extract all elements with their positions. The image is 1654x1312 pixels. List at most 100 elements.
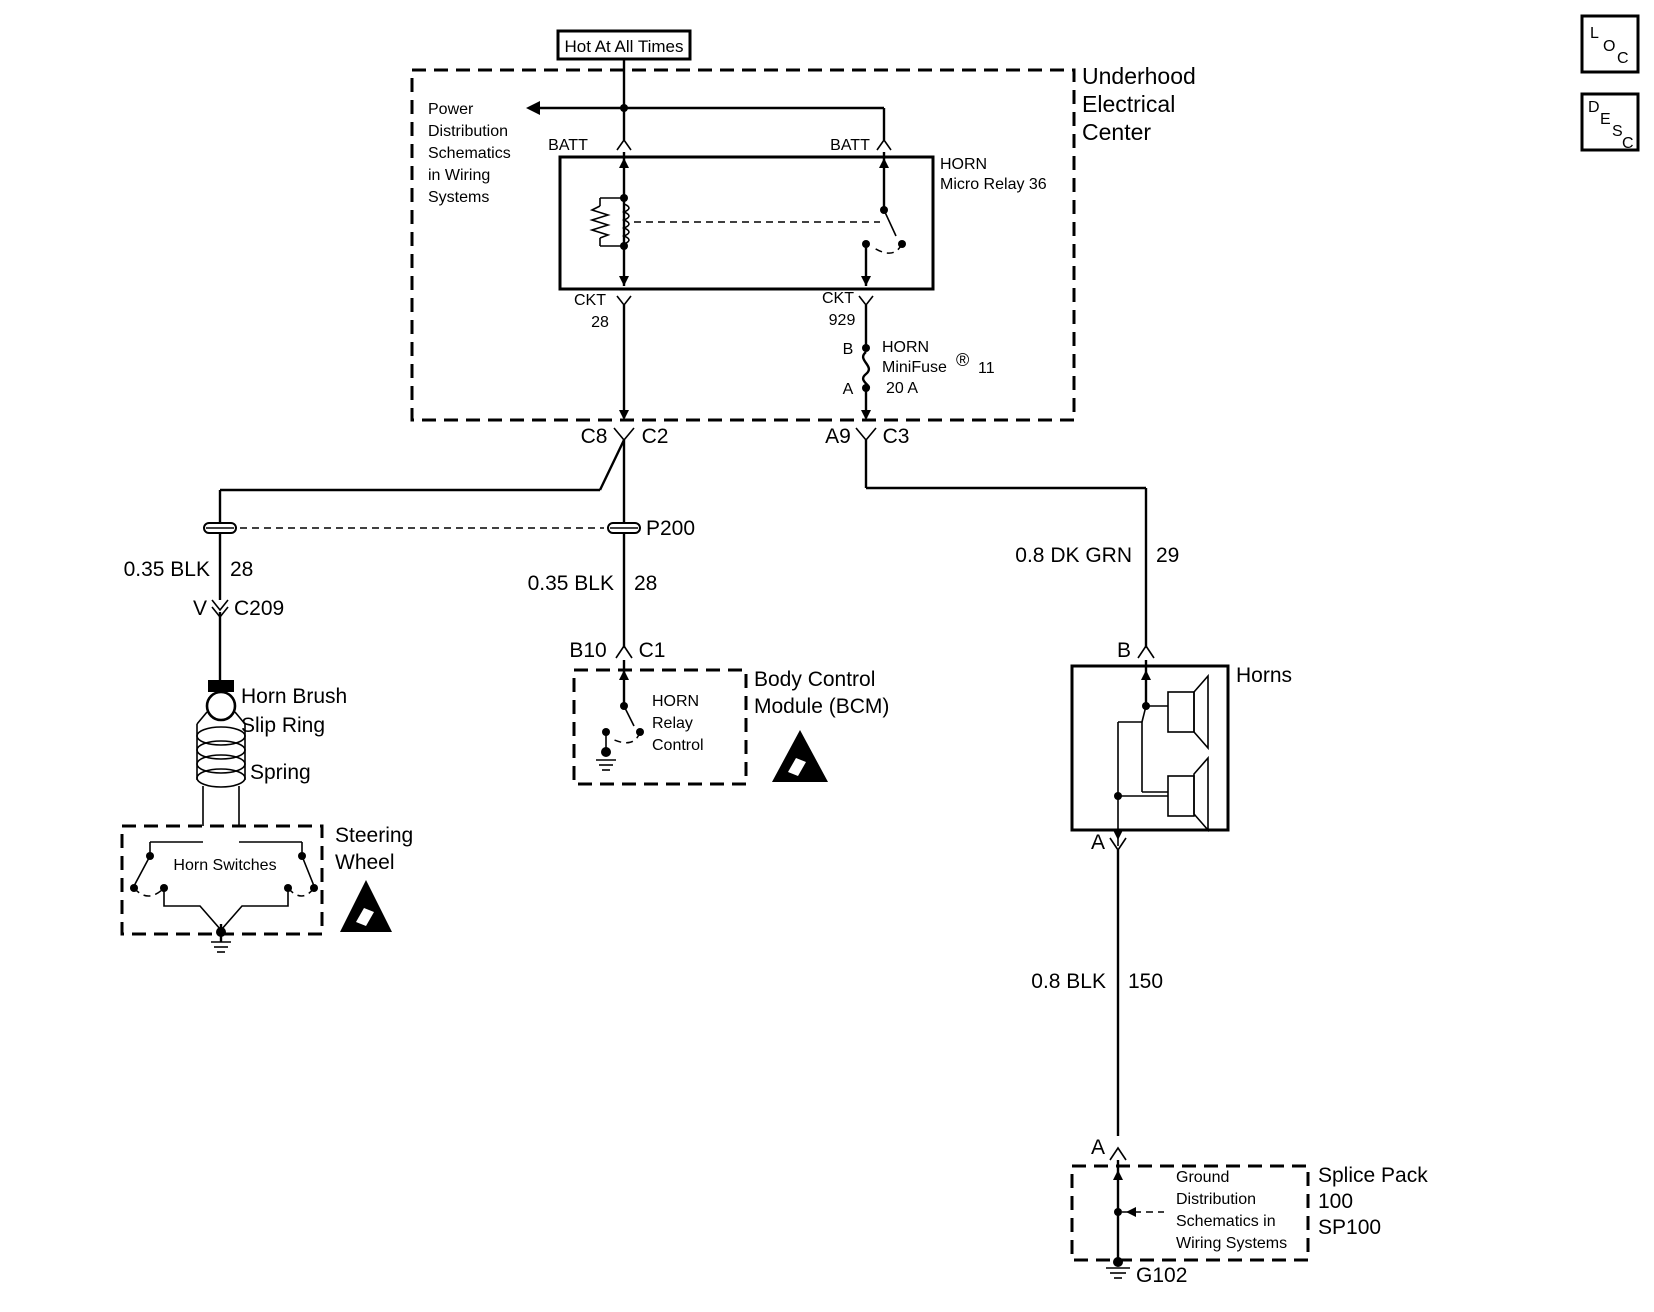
grn-wire-gauge: 0.8 DK GRN [1015,544,1132,567]
relay-coil-icon [621,203,630,245]
mid-wire-gauge: 0.35 BLK [528,572,614,595]
horns-pin-a: A [1091,831,1105,854]
bcm-boundary [572,668,748,786]
batt-left-label: BATT [548,137,588,154]
svg-text:Schematics in: Schematics in [1176,1213,1276,1230]
bcm-ground-icon [596,759,616,771]
svg-text:Distribution: Distribution [1176,1191,1256,1208]
splice-pack-label-line1: Splice Pack [1318,1164,1428,1187]
arrow-left-icon [526,101,540,115]
connector-ckt28-icon [616,295,632,307]
c8-label: C8 [581,425,608,448]
svg-text:Distribution: Distribution [428,123,508,140]
ground-distribution-ref[interactable]: Ground Distribution Schematics in Wiring… [1176,1169,1287,1252]
horn-lower-icon [1167,755,1209,833]
grn-wire-circuit: 29 [1156,544,1179,567]
connector-sp100-a-icon [1109,1146,1127,1161]
c3-label: C3 [883,425,910,448]
splice-pack-label-line3: SP100 [1318,1216,1381,1239]
svg-text:929: 929 [829,312,856,329]
p200-label: P200 [646,517,695,540]
fuse-rating: 20 A [886,380,918,397]
g102-label: G102 [1136,1264,1187,1287]
bcm-label-line1: Body Control [754,668,875,691]
connector-a9-c3-icon [855,427,877,442]
connector-batt-right-icon [876,138,892,151]
c1-label: C1 [639,639,666,662]
uec-name-line2: Electrical [1082,91,1175,117]
svg-text:CKT: CKT [574,292,606,309]
connector-c209-icon [211,599,229,612]
hot-at-all-times-label: Hot At All Times [564,37,683,56]
desc-button[interactable]: D E S C [1580,92,1640,152]
svg-text:S: S [1612,123,1623,140]
connector-c8-c2-icon [613,427,635,442]
power-distribution-ref[interactable]: Power Distribution Schematics in Wiring … [428,101,511,206]
svg-text:A: A [843,381,854,398]
svg-text:E: E [1600,111,1611,128]
bcm-relay-label-line3: Control [652,737,704,754]
relay-resistor-icon [589,205,611,239]
svg-text:Wiring Systems: Wiring Systems [1176,1235,1287,1252]
svg-text:11: 11 [978,360,995,377]
fuse-label-line1: HORN [882,339,929,356]
b10-label: B10 [569,639,606,662]
left-wire-circuit: 28 [230,558,253,581]
svg-text:Schematics: Schematics [428,145,511,162]
splice-pack-boundary [1070,1164,1310,1262]
blk-wire-circuit: 150 [1128,970,1163,993]
horns-pin-b: B [1117,639,1131,662]
horn-brush-label-line1: Horn Brush [241,685,347,708]
svg-text:L: L [1590,25,1599,42]
a9-label: A9 [825,425,851,448]
svg-text:C: C [1617,50,1629,67]
horns-label: Horns [1236,664,1292,687]
connector-ckt929-icon [858,295,874,307]
connector-batt-left-icon [616,138,632,151]
fuse-label-line2: MiniFuse [882,359,947,376]
svg-text:V: V [193,597,207,620]
svg-text:®: ® [956,350,969,370]
horn-brush-label-line2: Slip Ring [241,714,325,737]
svg-text:Ground: Ground [1176,1169,1229,1186]
horn-micro-relay-box [558,155,935,291]
blk-wire-gauge: 0.8 BLK [1031,970,1106,993]
loc-button[interactable]: L O C [1580,14,1640,74]
uec-boundary [410,68,1076,422]
p200-passthrough-icon [203,522,641,534]
c2-label: C2 [642,425,669,448]
relay-label-line2: Micro Relay 36 [940,176,1047,193]
svg-text:Systems: Systems [428,189,489,206]
steering-wheel-label-line2: Wheel [335,851,395,874]
relay-label-line1: HORN [940,156,987,173]
horn-switches-label: Horn Switches [173,857,276,874]
horns-box [1070,664,1230,832]
bcm-relay-label-line1: HORN [652,693,699,710]
svg-text:CKT: CKT [822,290,854,307]
splice-pack-label-line2: 100 [1318,1190,1353,1213]
uec-name-line1: Underhood [1082,63,1196,89]
slip-ring-icon [205,690,237,722]
svg-text:28: 28 [591,314,609,331]
spring-label: Spring [250,761,311,784]
left-wire-gauge: 0.35 BLK [124,558,210,581]
connector-horns-b-icon [1137,644,1155,659]
svg-text:Power: Power [428,101,474,118]
supply-label-box: Hot At All Times [556,29,692,61]
svg-text:D: D [1588,99,1600,116]
svg-text:in Wiring: in Wiring [428,167,490,184]
mid-wire-circuit: 28 [634,572,657,595]
svg-text:B: B [843,341,854,358]
ground-icon [211,941,231,953]
uec-name-line3: Center [1082,119,1151,145]
batt-right-label: BATT [830,137,870,154]
bcm-relay-label-line2: Relay [652,715,693,732]
g102-ground-icon [1106,1267,1130,1279]
sp100-pin-a: A [1091,1136,1105,1159]
horn-upper-icon [1167,673,1209,751]
spring-icon [196,724,246,788]
bcm-label-line2: Module (BCM) [754,695,889,718]
esd-warning-icon [340,880,392,932]
horn-brush-icon [208,680,234,692]
connector-b10-c1-icon [615,644,633,659]
